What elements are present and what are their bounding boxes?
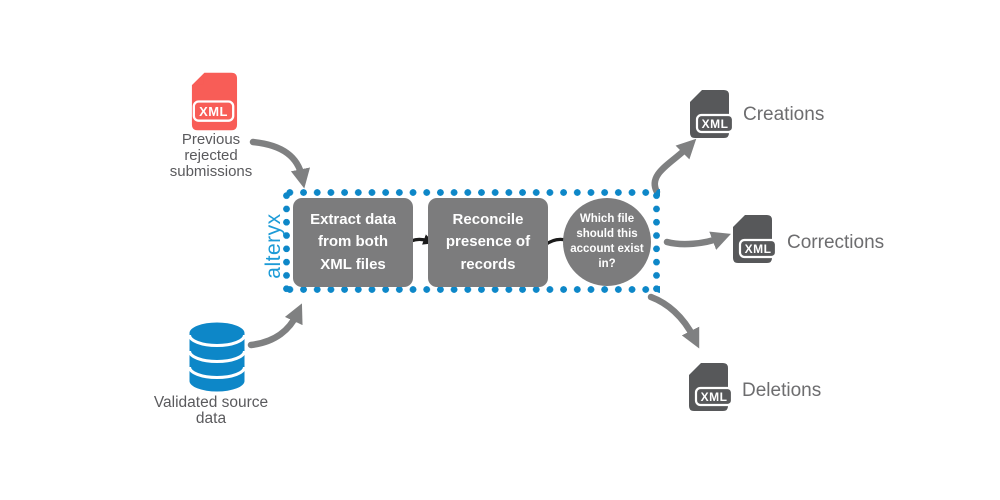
input-previous-rejected: XML bbox=[190, 71, 238, 132]
step-reconcile-records: Reconcile presence of records bbox=[428, 198, 548, 287]
output-corrections-label: Corrections bbox=[787, 232, 885, 253]
output-deletions-label: Deletions bbox=[742, 380, 822, 401]
input-validated-source bbox=[189, 322, 245, 392]
file-badge-text: XML bbox=[745, 242, 772, 256]
xml-file-icon-dark: XML bbox=[733, 215, 777, 263]
file-badge-text: XML bbox=[199, 104, 228, 119]
file-badge bbox=[738, 238, 777, 259]
arrow-pipeline-to-deletions bbox=[647, 293, 700, 349]
file-badge bbox=[694, 386, 733, 407]
output-creations: XML bbox=[688, 89, 734, 139]
decision-which-file: Which file should this account exist in? bbox=[563, 198, 651, 286]
file-badge-text: XML bbox=[702, 117, 729, 131]
alteryx-logo-text: alteryx bbox=[262, 213, 285, 279]
xml-file-icon-dark: XML bbox=[689, 363, 733, 411]
output-deletions: XML bbox=[687, 362, 733, 412]
file-badge-text: XML bbox=[701, 390, 728, 404]
input-previous-label: Previous rejected submissions bbox=[169, 131, 253, 180]
arrow-pipeline-to-creations bbox=[651, 138, 697, 196]
input-validated-label: Validated source data bbox=[153, 394, 269, 428]
database-body bbox=[189, 322, 245, 392]
output-corrections: XML bbox=[731, 214, 777, 264]
xml-file-icon-red: XML bbox=[191, 72, 238, 131]
arrow-previous-to-pipeline bbox=[249, 138, 311, 189]
file-fold bbox=[735, 217, 744, 226]
file-fold bbox=[692, 92, 701, 101]
xml-file-icon-dark: XML bbox=[690, 90, 734, 138]
step-extract-data: Extract data from both XML files bbox=[293, 198, 413, 287]
arrow-pipeline-to-corrections bbox=[663, 231, 731, 250]
file-fold bbox=[691, 365, 700, 374]
file-badge bbox=[192, 100, 235, 122]
file-badge bbox=[695, 113, 734, 134]
output-creations-label: Creations bbox=[743, 104, 825, 125]
database-icon bbox=[189, 322, 245, 392]
arrow-validated-to-pipeline bbox=[247, 303, 303, 349]
